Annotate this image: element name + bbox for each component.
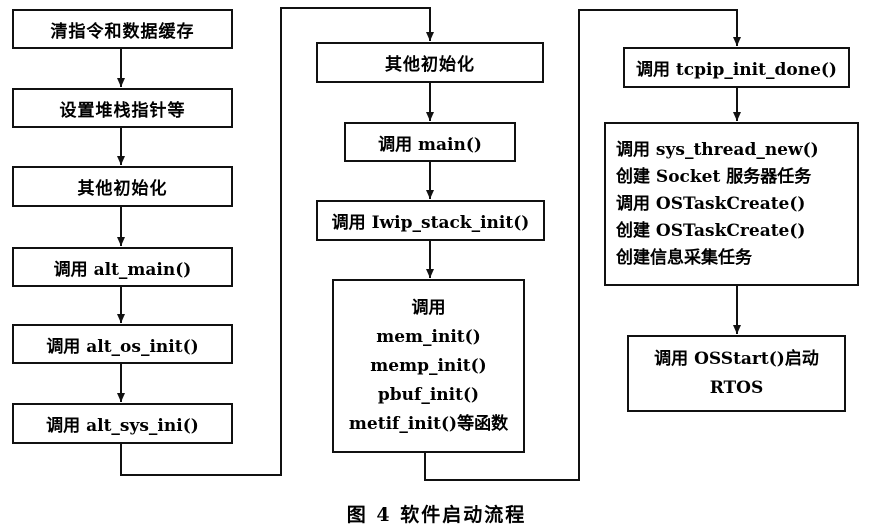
step-call-alt-sys-ini: 调用 alt_sys_ini() [12, 403, 233, 444]
step-call-lwip-stack-init: 调用 Iwip_stack_init() [316, 200, 545, 241]
step-label: 其他初始化 [77, 179, 168, 199]
step-call-osstart: 调用 OSStart()启动 RTOS [627, 335, 846, 412]
step-label: 设置堆栈指针等 [59, 100, 186, 121]
step-line: 创建 OSTaskCreate() [616, 220, 806, 241]
step-label: 调用 tcpip_init_done() [636, 60, 837, 80]
step-clear-cache: 清指令和数据缓存 [12, 9, 233, 49]
step-line: 创建 Socket 服务器任务 [616, 166, 812, 187]
step-line: 创建信息采集任务 [616, 247, 752, 268]
step-label: 调用 alt_main() [53, 259, 192, 280]
step-line: 调用 OSStart()启动 [654, 348, 819, 369]
step-call-alt-os-init: 调用 alt_os_init() [12, 324, 233, 364]
step-call-tcpip-init-done: 调用 tcpip_init_done() [623, 47, 850, 88]
connector-c1-c2 [120, 7, 434, 476]
step-label: 调用 alt_sys_ini() [46, 416, 199, 436]
step-line: RTOS [709, 377, 764, 398]
step-line: 调用 OSTaskCreate() [616, 193, 806, 214]
figure-caption: 图 4 软件启动流程 [346, 504, 527, 526]
step-label: 调用 Iwip_stack_init() [331, 213, 530, 233]
connector-c2-c3 [424, 9, 741, 481]
step-call-mem-init-functions: 调用 mem_init() memp_init() pbuf_init() me… [332, 279, 525, 453]
step-other-init-2: 其他初始化 [316, 42, 544, 83]
step-line: memp_init() [370, 355, 487, 376]
step-line: mem_init() [376, 326, 481, 347]
step-call-main: 调用 main() [344, 122, 516, 162]
step-other-init-1: 其他初始化 [12, 166, 233, 207]
step-set-stack-pointer: 设置堆栈指针等 [12, 88, 233, 128]
step-label: 调用 main() [378, 134, 482, 155]
step-label: 其他初始化 [385, 55, 475, 75]
step-line: 调用 sys_thread_new() [616, 139, 819, 160]
step-label: 调用 alt_os_init() [46, 336, 199, 357]
step-line: 调用 [411, 297, 446, 318]
step-label: 清指令和数据缓存 [50, 21, 195, 42]
step-call-alt-main: 调用 alt_main() [12, 247, 233, 287]
step-create-tasks: 调用 sys_thread_new() 创建 Socket 服务器任务 调用 O… [604, 122, 859, 286]
step-line: metif_init()等函数 [348, 413, 509, 434]
step-line: pbuf_init() [377, 384, 480, 405]
